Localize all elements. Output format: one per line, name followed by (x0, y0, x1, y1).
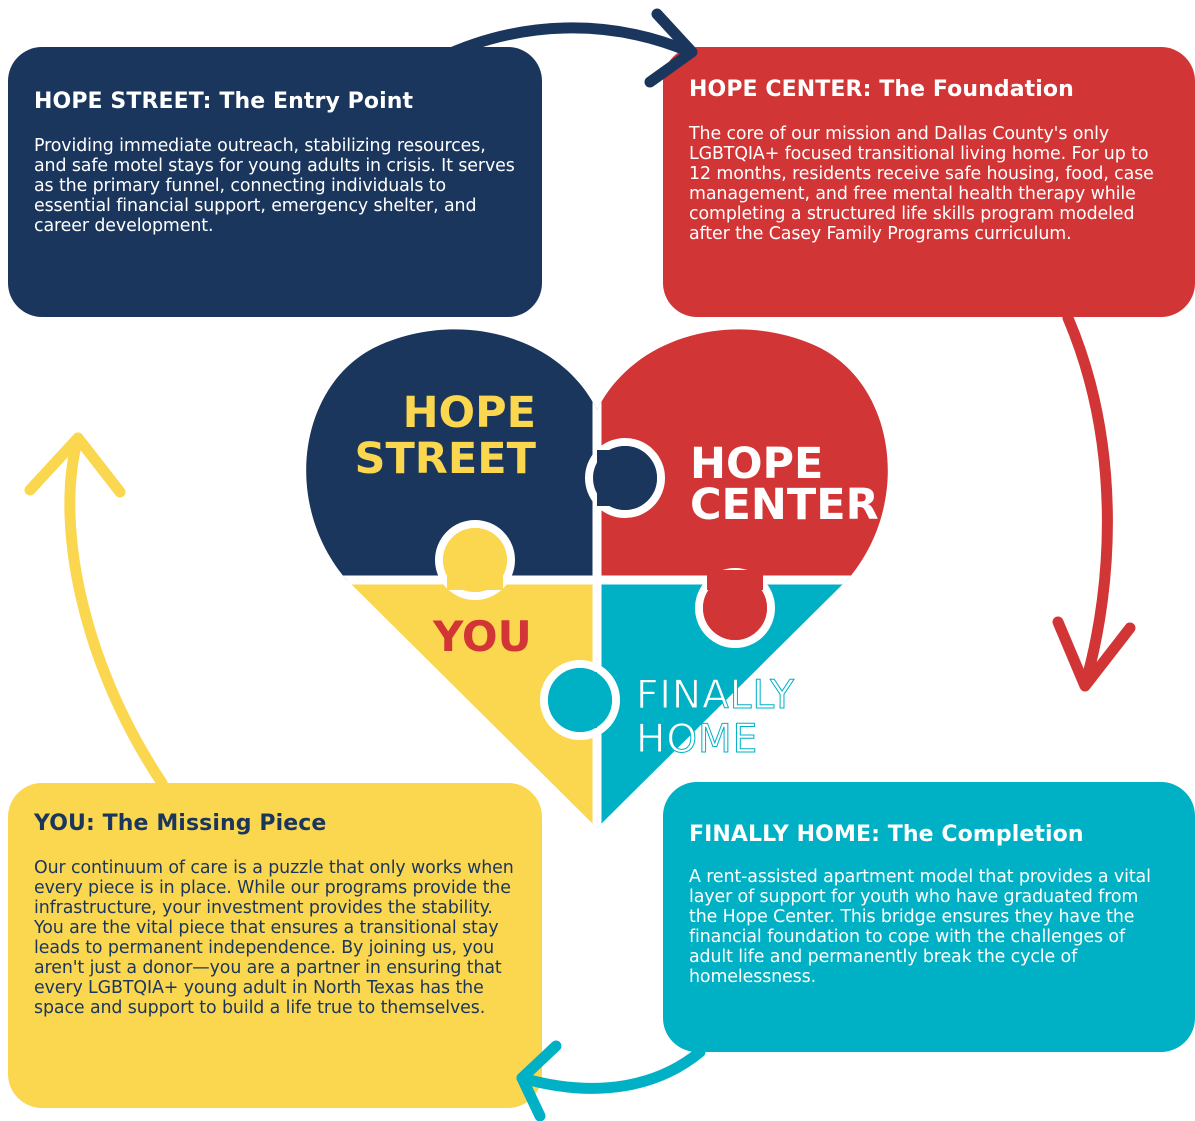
hope-street-title: HOPE STREET: The Entry Point (34, 89, 414, 114)
puzzle-label-hope-center-2: CENTER (690, 480, 879, 530)
hope-street-card: HOPE STREET: The Entry Point Providing i… (8, 47, 542, 317)
you-description: Our continuum of care is a puzzle that o… (34, 858, 514, 1018)
heart-puzzle: HOPE STREET HOPE CENTER YOU FINALLY HOME (306, 329, 888, 828)
you-title: YOU: The Missing Piece (34, 811, 327, 836)
finally-home-card: FINALLY HOME: The Completion A rent-assi… (663, 782, 1195, 1052)
puzzle-label-finally-home-2: HOME (636, 717, 758, 762)
navy-cycle-arrow (434, 8, 698, 88)
finally-home-title: FINALLY HOME: The Completion (689, 822, 1084, 847)
hope-center-title: HOPE CENTER: The Foundation (689, 77, 1074, 102)
you-card: YOU: The Missing Piece Our continuum of … (8, 783, 542, 1108)
puzzle-label-hope-street-1: HOPE (403, 388, 536, 438)
finally-home-description: A rent-assisted apartment model that pro… (689, 867, 1151, 987)
hope-center-card: HOPE CENTER: The Foundation The core of … (663, 47, 1195, 317)
puzzle-label-hope-center-1: HOPE (690, 439, 823, 489)
puzzle-label-finally-home-1: FINALLY (636, 673, 795, 718)
hope-street-description: Providing immediate outreach, stabilizin… (34, 136, 515, 236)
teal-cycle-arrow (516, 1040, 706, 1121)
yellow-cycle-arrow (24, 432, 168, 789)
puzzle-label-you: YOU (432, 612, 532, 661)
red-cycle-arrow (1052, 312, 1136, 692)
puzzle-label-hope-street-2: STREET (355, 434, 537, 484)
hope-center-description: The core of our mission and Dallas Count… (689, 124, 1154, 244)
